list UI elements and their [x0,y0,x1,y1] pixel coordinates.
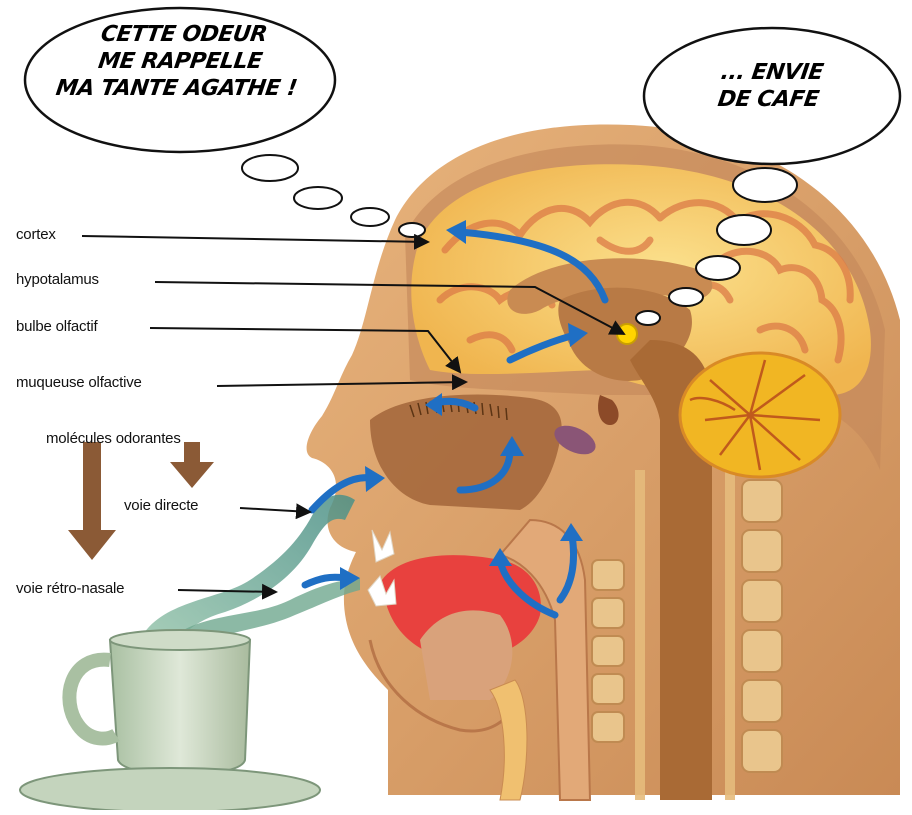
thought-right-line-2: DE CAFE [676,87,860,114]
leader-cortex [82,236,428,242]
thought-dot-left-1 [242,155,298,181]
thought-dot-right-5 [636,311,660,325]
thought-dot-right-3 [696,256,740,280]
saucer [20,768,320,810]
thought-dot-left-2 [294,187,342,209]
label-voie-retro-nasale: voie rétro-nasale [16,580,124,597]
thought-dot-left-4 [399,223,425,237]
label-molecules-odorantes: molécules odorantes [46,430,181,447]
thought-dot-right-1 [733,168,797,202]
label-cortex: cortex [16,226,56,243]
leader-voie-directe [240,508,310,512]
thought-left-line-1: CETTE ODEUR [42,22,326,49]
coffee-cup [110,640,250,775]
thought-left-line-2: ME RAPPELLE [38,49,322,76]
thought-right-line-1: ... ENVIE [680,60,864,87]
label-hypotalamus: hypotalamus [16,271,99,288]
coffee-cup-rim [110,630,250,650]
thought-left-line-3: MA TANTE AGATHE ! [34,76,318,103]
label-muqueuse-olfactive: muqueuse olfactive [16,374,142,391]
thought-text-left: CETTE ODEUR ME RAPPELLE MA TANTE AGATHE … [34,22,325,102]
thought-text-right: ... ENVIE DE CAFE [676,60,864,114]
label-bulbe-olfactif: bulbe olfactif [16,318,97,335]
thought-dot-right-4 [669,288,703,306]
coffee-cup-handle [69,660,116,739]
hypothalamus-dot [617,324,637,344]
thought-dot-right-2 [717,215,771,245]
label-voie-directe: voie directe [124,497,198,514]
thought-dot-left-3 [351,208,389,226]
